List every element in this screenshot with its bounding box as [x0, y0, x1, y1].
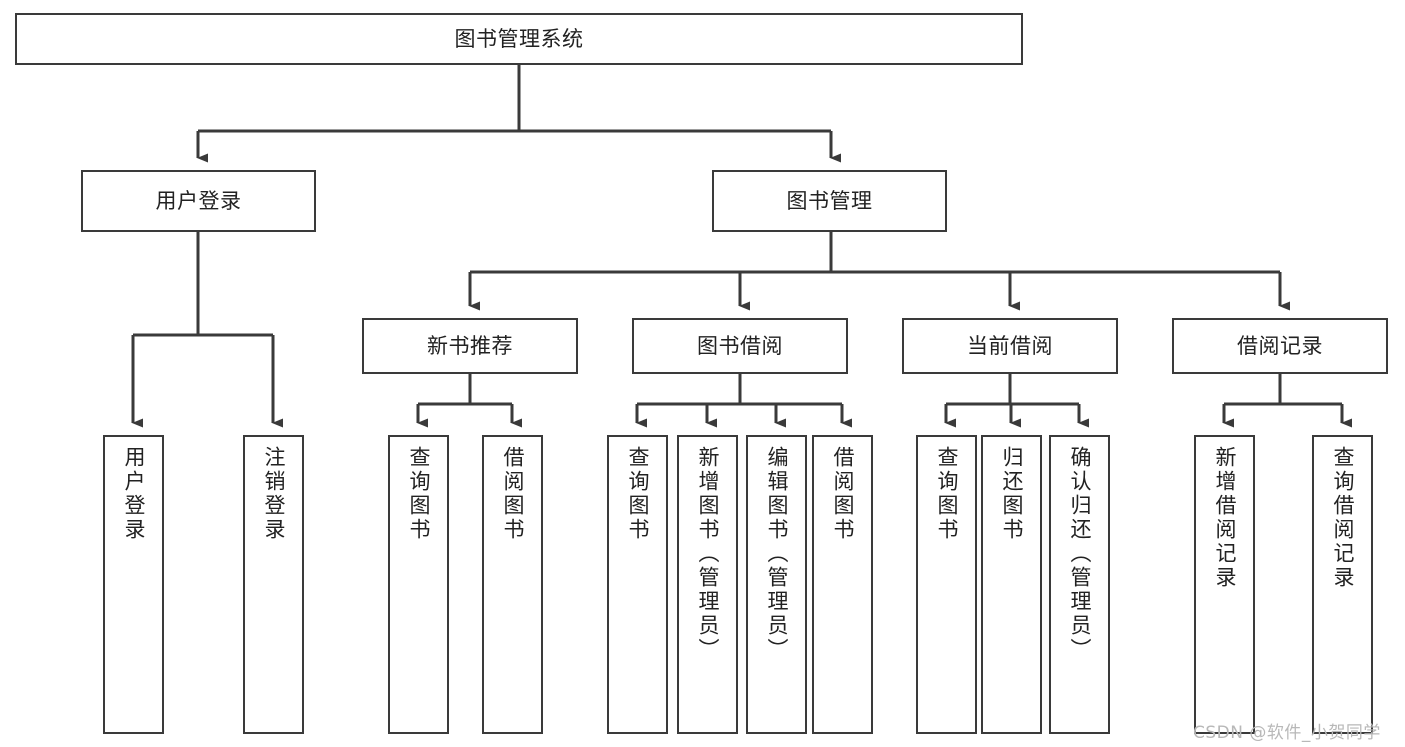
- node-label: 用户登录: [122, 446, 146, 542]
- node-borrow-record[interactable]: 借阅记录: [1172, 318, 1388, 374]
- node-leaf-add-book[interactable]: 新增图书（管理员）: [677, 435, 738, 734]
- node-label: 借阅记录: [1237, 333, 1323, 358]
- node-book-manage[interactable]: 图书管理: [712, 170, 947, 232]
- node-label: 当前借阅: [967, 333, 1053, 358]
- node-leaf-query-book-2[interactable]: 查询图书: [607, 435, 668, 734]
- node-label: 查询图书: [407, 446, 431, 542]
- node-leaf-user-login[interactable]: 用户登录: [103, 435, 164, 734]
- node-root-system[interactable]: 图书管理系统: [15, 13, 1023, 65]
- node-label: 查询图书: [935, 446, 959, 542]
- node-label: 借阅图书: [501, 446, 525, 542]
- node-label: 新书推荐: [427, 333, 513, 358]
- node-label: 借阅图书: [831, 446, 855, 542]
- node-leaf-edit-book[interactable]: 编辑图书（管理员）: [746, 435, 807, 734]
- node-label: 确认归还（管理员）: [1068, 446, 1092, 662]
- node-book-borrow[interactable]: 图书借阅: [632, 318, 848, 374]
- node-leaf-query-book-3[interactable]: 查询图书: [916, 435, 977, 734]
- node-leaf-query-book-1[interactable]: 查询图书: [388, 435, 449, 734]
- node-label: 图书借阅: [697, 333, 783, 358]
- node-user-login[interactable]: 用户登录: [81, 170, 316, 232]
- node-leaf-borrow-book-2[interactable]: 借阅图书: [812, 435, 873, 734]
- node-leaf-confirm-return[interactable]: 确认归还（管理员）: [1049, 435, 1110, 734]
- node-label: 查询借阅记录: [1331, 446, 1355, 590]
- node-new-book-rec[interactable]: 新书推荐: [362, 318, 578, 374]
- node-leaf-query-record[interactable]: 查询借阅记录: [1312, 435, 1373, 734]
- node-label: 用户登录: [155, 188, 242, 213]
- node-label: 图书管理系统: [454, 26, 584, 51]
- node-leaf-borrow-book-1[interactable]: 借阅图书: [482, 435, 543, 734]
- node-label: 新增借阅记录: [1213, 446, 1237, 590]
- node-leaf-return-book[interactable]: 归还图书: [981, 435, 1042, 734]
- node-leaf-add-record[interactable]: 新增借阅记录: [1194, 435, 1255, 734]
- node-label: 注销登录: [262, 446, 286, 542]
- node-label: 编辑图书（管理员）: [765, 446, 789, 662]
- node-leaf-logout[interactable]: 注销登录: [243, 435, 304, 734]
- node-current-borrow[interactable]: 当前借阅: [902, 318, 1118, 374]
- node-label: 新增图书（管理员）: [696, 446, 720, 662]
- node-label: 图书管理: [786, 188, 873, 213]
- node-label: 查询图书: [626, 446, 650, 542]
- node-label: 归还图书: [1000, 446, 1024, 542]
